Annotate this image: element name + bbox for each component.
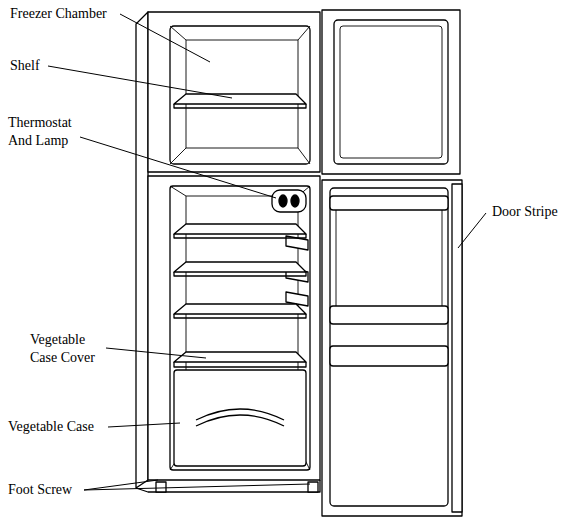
door-stripe: [452, 184, 462, 512]
leader-line: [84, 480, 310, 490]
fridge-shelf: [174, 224, 306, 234]
case-cover-edge: [174, 362, 306, 367]
lamp: [291, 195, 299, 207]
freezer-corners: [170, 26, 310, 164]
leader-line: [458, 213, 486, 248]
freezer-shelf: [174, 94, 306, 104]
fridge-shelf: [174, 304, 306, 314]
fridge-corners: [170, 186, 310, 470]
freezer-opening: [170, 26, 310, 164]
door-rack: [330, 306, 448, 324]
fridge-door-liner: [330, 188, 448, 506]
part-label: Foot Screw: [8, 481, 72, 499]
leader-line: [80, 137, 276, 198]
part-label: Door Stripe: [492, 203, 558, 221]
freezer-shelf-edge: [174, 104, 306, 108]
rack-guards: [336, 210, 442, 306]
part-label: Thermostat And Lamp: [8, 114, 78, 150]
case-handle: [196, 409, 284, 426]
freezer-door: [322, 10, 460, 174]
thermostat-housing: [272, 190, 306, 212]
freezer-door-liner: [334, 20, 448, 164]
shelf-edge: [174, 234, 306, 238]
foot: [156, 482, 166, 492]
leader-line: [108, 423, 180, 427]
freezer-door-panel: [340, 26, 442, 158]
thermostat-knob: [279, 195, 287, 207]
fridge-door: [322, 180, 462, 516]
foot: [308, 482, 318, 492]
door-rack: [330, 196, 448, 210]
fridge-frame: [148, 176, 320, 480]
leader-lines: [48, 14, 486, 490]
shelf-edge: [174, 272, 306, 276]
fridge-opening: [170, 186, 310, 470]
vegetable-case: [174, 370, 306, 466]
fridge-shelf: [174, 262, 306, 272]
freezer-frame: [148, 12, 320, 172]
shelf-edge: [174, 314, 306, 318]
part-label: Vegetable Case: [8, 418, 94, 436]
leader-line: [106, 348, 206, 358]
leader-line: [120, 14, 210, 62]
part-label: Vegetable Case Cover: [30, 331, 104, 367]
part-label: Shelf: [10, 57, 40, 75]
part-label: Freezer Chamber: [10, 5, 107, 23]
leader-line: [48, 66, 232, 98]
door-rack: [330, 346, 448, 366]
